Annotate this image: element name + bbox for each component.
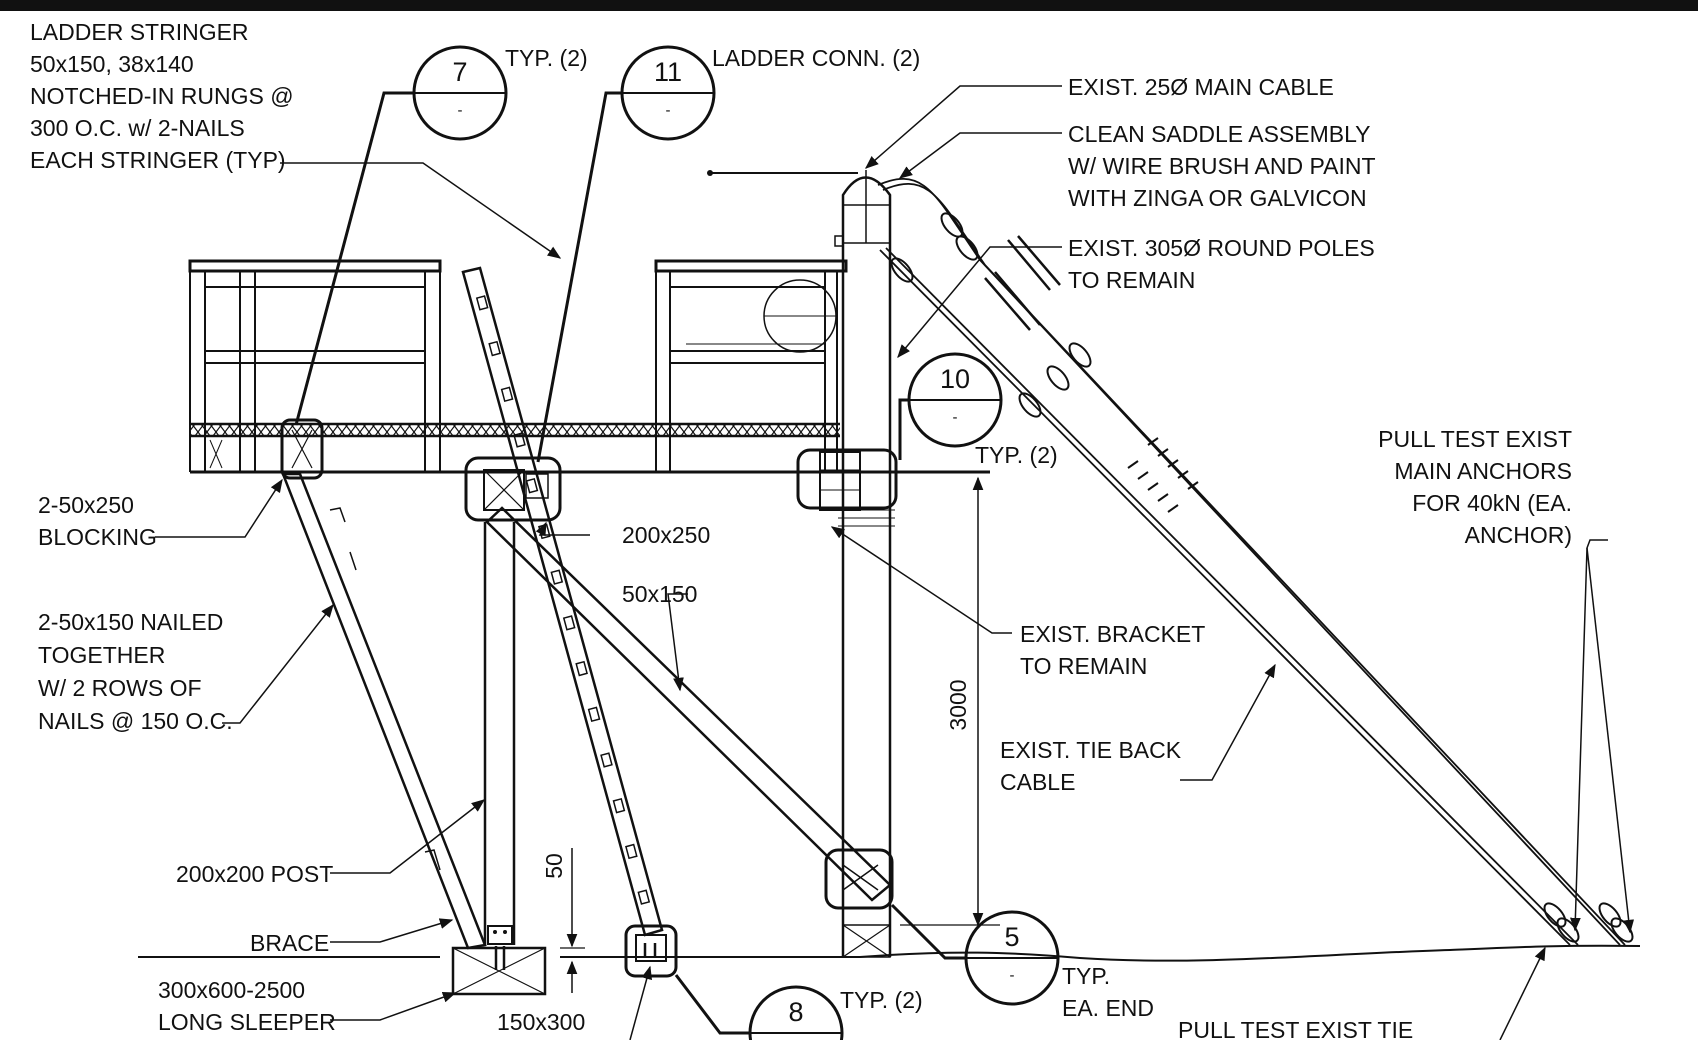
ladder-rung	[587, 706, 601, 723]
dim-50-label: 50	[541, 853, 567, 879]
note-nailed: 2-50x150 NAILED TOGETHER W/ 2 ROWS OF NA…	[38, 609, 233, 734]
note-line: TYP.	[1062, 963, 1110, 989]
post-and-braces	[280, 418, 898, 996]
note-line: TO REMAIN	[1068, 267, 1195, 293]
callout-5-number: 5	[1004, 922, 1019, 952]
ladder-rung	[612, 797, 626, 814]
note-typ2-top: TYP. (2)	[505, 45, 588, 71]
tie-back-cables	[877, 178, 1634, 946]
note-150x300: 150x300	[497, 1009, 585, 1035]
ladder-rung	[562, 615, 576, 631]
note-brace: BRACE	[250, 930, 329, 956]
note-pull-test-tie: PULL TEST EXIST TIE	[1178, 1017, 1413, 1040]
note-line: 50x150, 38x140	[30, 51, 194, 77]
callout-11[interactable]: 11 -	[620, 45, 716, 141]
ladder-rung	[500, 386, 514, 403]
dimensions	[560, 476, 1000, 993]
callout-5-sheet: -	[1010, 967, 1015, 984]
note-saddle: CLEAN SADDLE ASSEMBLY W/ WIRE BRUSH AND …	[1068, 121, 1376, 211]
callout-10[interactable]: 10 -	[907, 352, 1003, 448]
note-typ-ea-end: TYP. EA. END	[1062, 963, 1154, 1021]
note-ladder-stringer: LADDER STRINGER 50x150, 38x140 NOTCHED-I…	[30, 19, 294, 173]
note-line: MAIN ANCHORS	[1394, 458, 1572, 484]
note-line: 2-50x250	[38, 492, 134, 518]
ladder-rung	[475, 295, 489, 311]
callout-11-number: 11	[654, 57, 682, 87]
note-line: FOR 40kN (EA.	[1412, 490, 1572, 516]
callout-5[interactable]: 5 -	[964, 910, 1060, 1006]
ladder-rung	[488, 340, 501, 357]
callout-8-number: 8	[788, 997, 803, 1027]
note-line: EXIST. BRACKET	[1020, 621, 1205, 647]
ground-line	[138, 944, 1641, 962]
note-tieback: EXIST. TIE BACK CABLE	[1000, 737, 1182, 795]
note-line: 300 O.C. w/ 2-NAILS	[30, 115, 245, 141]
callout-leaders	[294, 91, 966, 1035]
note-line: NOTCHED-IN RUNGS @	[30, 83, 294, 109]
note-line: EA. END	[1062, 995, 1154, 1021]
note-poles: EXIST. 305Ø ROUND POLES TO REMAIN	[1068, 235, 1375, 293]
ladder-rung	[513, 432, 526, 448]
note-200x250: 200x250	[622, 522, 710, 548]
note-leaders	[155, 85, 1635, 1040]
exist-round-pole	[707, 170, 895, 958]
ladder-rung	[600, 752, 613, 768]
ladder-rung	[525, 477, 539, 494]
note-line: CLEAN SADDLE ASSEMBLY	[1068, 121, 1371, 147]
note-line: 300x600-2500	[158, 977, 305, 1003]
note-line: W/ WIRE BRUSH AND PAINT	[1068, 153, 1376, 179]
note-line: LONG SLEEPER	[158, 1009, 336, 1035]
note-line: EXIST. 305Ø ROUND POLES	[1068, 235, 1375, 261]
ladder-rung	[637, 889, 651, 905]
ladder-rung	[575, 660, 588, 677]
note-line: LADDER STRINGER	[30, 19, 249, 45]
note-line: BLOCKING	[38, 524, 157, 550]
note-line: PULL TEST EXIST	[1378, 426, 1572, 452]
ladder-rung	[550, 569, 564, 585]
note-sleeper: 300x600-2500 LONG SLEEPER	[158, 977, 336, 1035]
note-typ2-bottom: TYP. (2)	[840, 987, 923, 1013]
note-bracket: EXIST. BRACKET TO REMAIN	[1020, 621, 1205, 679]
callout-10-number: 10	[940, 364, 970, 394]
ladder-rung	[625, 843, 638, 860]
note-line: NAILS @ 150 O.C.	[38, 708, 233, 734]
note-line: ANCHOR)	[1465, 522, 1572, 548]
callout-7[interactable]: 7 -	[412, 45, 508, 141]
ladder	[461, 266, 678, 978]
note-blocking: 2-50x250 BLOCKING	[38, 492, 157, 550]
callout-8[interactable]: 8	[748, 985, 844, 1040]
note-post: 200x200 POST	[176, 861, 333, 887]
note-line: W/ 2 ROWS OF	[38, 675, 202, 701]
callout-11-sheet: -	[666, 102, 671, 119]
note-50x150: 50x150	[622, 581, 697, 607]
note-line: WITH ZINGA OR GALVICON	[1068, 185, 1367, 211]
note-line: CABLE	[1000, 769, 1075, 795]
note-line: TO REMAIN	[1020, 653, 1147, 679]
sheet-top-border	[0, 0, 1698, 11]
note-line: TOGETHER	[38, 642, 165, 668]
note-typ2-mid: TYP. (2)	[975, 442, 1058, 468]
note-ladder-conn: LADDER CONN. (2)	[712, 45, 920, 71]
callout-10-sheet: -	[953, 409, 958, 426]
note-line: EACH STRINGER (TYP)	[30, 147, 286, 173]
callout-7-sheet: -	[458, 102, 463, 119]
note-line: 2-50x150 NAILED	[38, 609, 223, 635]
note-line: EXIST. TIE BACK	[1000, 737, 1182, 763]
callout-7-number: 7	[452, 57, 467, 87]
dim-3000-label: 3000	[945, 679, 971, 730]
note-main-cable: EXIST. 25Ø MAIN CABLE	[1068, 74, 1334, 100]
deck-platform	[188, 259, 990, 474]
note-pull-test-anchors: PULL TEST EXIST MAIN ANCHORS FOR 40kN (E…	[1378, 426, 1572, 548]
